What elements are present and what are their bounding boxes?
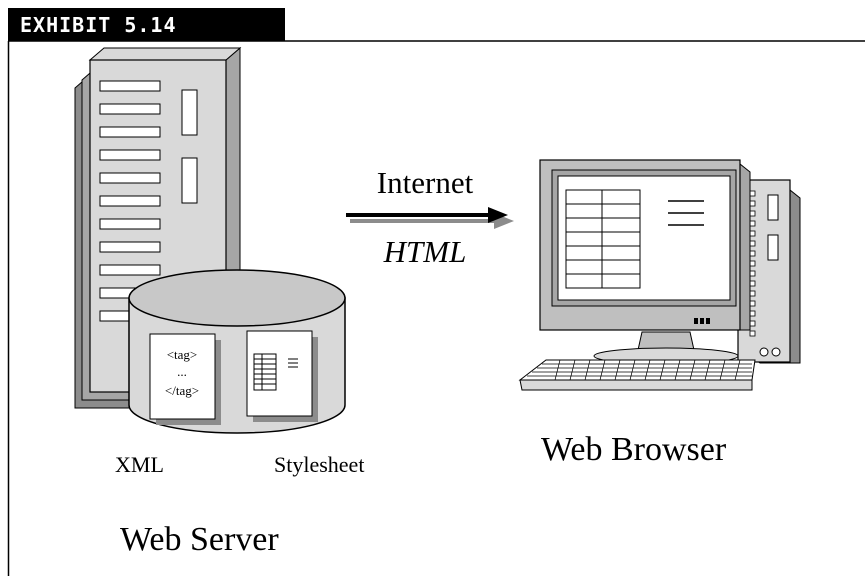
web-server-title: Web Server <box>120 521 279 558</box>
stylesheet-document-icon <box>246 330 318 422</box>
computer-workstation-icon <box>518 159 801 391</box>
web-browser-title: Web Browser <box>541 431 727 468</box>
exhibit-header-bar <box>8 8 285 41</box>
exhibit-label: EXHIBIT 5.14 <box>20 13 177 37</box>
xml-line-ellipsis: ... <box>177 364 187 379</box>
html-label: HTML <box>383 234 467 269</box>
xml-line-close-tag: </tag> <box>165 383 199 398</box>
exhibit-header: EXHIBIT 5.14 <box>8 8 285 41</box>
xml-line-open-tag: <tag> <box>167 347 198 362</box>
screen-text-lines-icon <box>668 200 704 226</box>
xml-document-icon: <tag> ... </tag> <box>149 333 221 425</box>
stylesheet-label: Stylesheet <box>274 452 364 477</box>
xml-label: XML <box>115 452 164 477</box>
screen-table-icon <box>565 189 641 289</box>
internet-label: Internet <box>377 165 474 200</box>
internet-arrow-icon <box>346 207 514 229</box>
